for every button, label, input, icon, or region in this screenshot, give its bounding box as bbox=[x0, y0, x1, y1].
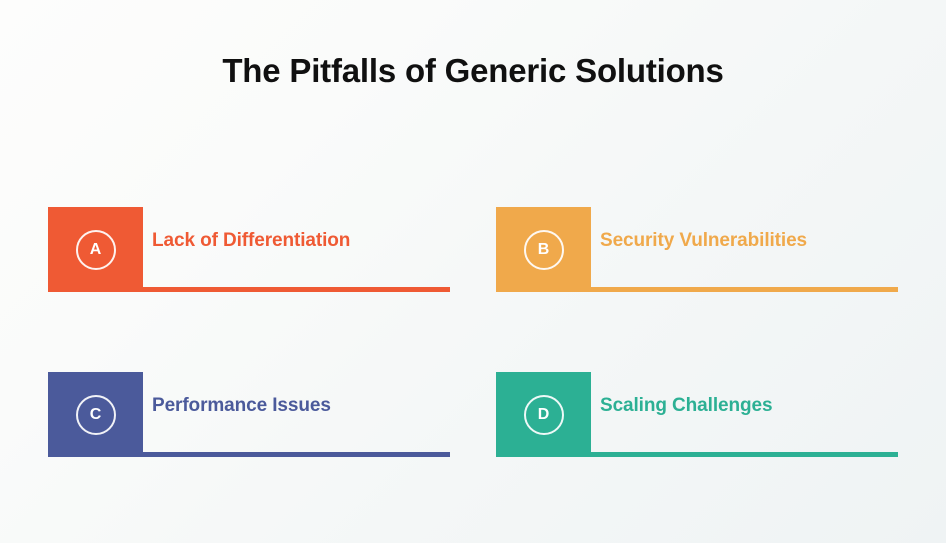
card-label: Security Vulnerabilities bbox=[600, 230, 808, 251]
letter-badge-label: D bbox=[537, 405, 550, 423]
card-underline-bar bbox=[143, 452, 450, 457]
card-color-block: A bbox=[48, 207, 143, 292]
card-underline-bar bbox=[591, 452, 898, 457]
card-color-block: C bbox=[48, 372, 143, 457]
letter-badge-circle-icon: C bbox=[75, 394, 116, 435]
card-item[interactable]: D Scaling Challenges bbox=[496, 372, 898, 457]
card-label: Lack of Differentiation bbox=[152, 230, 351, 251]
card-item[interactable]: C Performance Issues bbox=[48, 372, 450, 457]
page-title: The Pitfalls of Generic Solutions bbox=[222, 52, 724, 89]
letter-badge-label: C bbox=[89, 405, 102, 423]
letter-badge-label: B bbox=[537, 240, 550, 258]
card-color-block: D bbox=[496, 372, 591, 457]
card-underline-bar bbox=[591, 287, 898, 292]
letter-badge-circle-icon: B bbox=[523, 229, 564, 270]
card-underline-bar bbox=[143, 287, 450, 292]
letter-badge-circle-icon: A bbox=[75, 229, 116, 270]
card-item[interactable]: B Security Vulnerabilities bbox=[496, 207, 898, 292]
letter-badge-label: A bbox=[89, 240, 102, 258]
card-label: Scaling Challenges bbox=[600, 395, 773, 416]
letter-badge-circle-icon: D bbox=[523, 394, 564, 435]
card-item[interactable]: A Lack of Differentiation bbox=[48, 207, 450, 292]
card-color-block: B bbox=[496, 207, 591, 292]
card-label: Performance Issues bbox=[152, 395, 331, 416]
